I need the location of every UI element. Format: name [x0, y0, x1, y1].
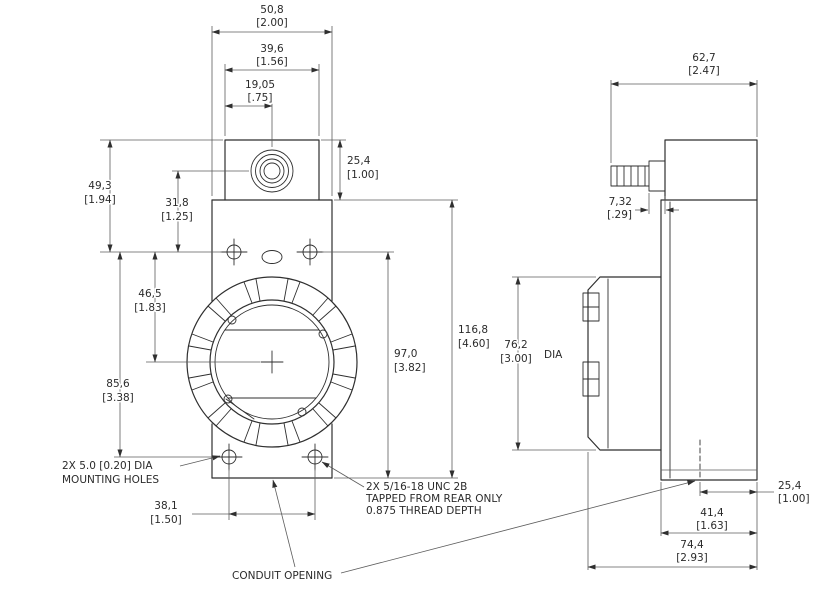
dim-housing-width-in: [1.56] [256, 56, 288, 68]
conduit-fitting-side [610, 160, 666, 192]
dim-overall-width-mm: 50,8 [260, 4, 283, 16]
dim-body-depth-in: [1.63] [696, 520, 728, 532]
mounting-holes [215, 238, 329, 471]
dim-conduit-from-rear-in: [1.00] [778, 493, 810, 505]
dim-hole-rows-span-mm: 85,6 [106, 378, 130, 390]
dim-conduit-from-rear-mm: 25,4 [778, 480, 802, 492]
note-mounting-holes-line2: MOUNTING HOLES [62, 474, 159, 486]
face-plate-details [223, 315, 328, 420]
dim-conduit-to-holes-mm: 31,8 [165, 197, 188, 209]
cover-profile [582, 276, 662, 451]
dim-total-depth-mm: 74,4 [680, 539, 704, 551]
dim-bottom-hole-span-mm: 38,1 [154, 500, 177, 512]
note-tapped-holes-line2: TAPPED FROM REAR ONLY [365, 493, 503, 505]
dim-hole-rows-span-in: [3.38] [102, 392, 134, 404]
dim-bottom-hole-span-in: [1.50] [150, 514, 182, 526]
dim-top-to-holes-in: [1.94] [84, 194, 116, 206]
dim-top-to-holes-mm: 49,3 [88, 180, 111, 192]
dim-housing-height-mm: 25,4 [347, 155, 371, 167]
dim-cover-diameter-suffix: DIA [544, 349, 563, 361]
side-dimension-lines [515, 81, 774, 570]
front-dimension-lines [107, 29, 455, 517]
dim-conduit-offset-mm: 19,05 [245, 79, 275, 91]
note-tapped-holes-line3: 0.875 THREAD DEPTH [366, 505, 482, 517]
front-view: 50,8 [2.00] 39,6 [1.56] 19,05 [.75] 25,4… [61, 3, 696, 584]
dim-overall-depth-in: [2.47] [688, 65, 720, 77]
oval-slot [261, 250, 283, 264]
dim-housing-height-in: [1.00] [347, 169, 379, 181]
dim-fitting-protrusion-mm: 7,32 [609, 196, 632, 208]
dim-holes-to-center-in: [1.83] [134, 302, 166, 314]
side-body-outline [660, 139, 758, 481]
dim-holes-to-bottom-mm: 97,0 [394, 348, 417, 360]
dim-total-depth-in: [2.93] [676, 552, 708, 564]
dim-body-depth-mm: 41,4 [700, 507, 724, 519]
dim-cover-diameter-mm: 76,2 [504, 339, 527, 351]
dim-overall-depth-mm: 62,7 [692, 52, 715, 64]
dim-housing-width-mm: 39,6 [260, 43, 284, 55]
dim-overall-height-in: [4.60] [458, 338, 490, 350]
note-leaders [179, 455, 696, 574]
dim-conduit-to-holes-in: [1.25] [161, 211, 193, 223]
dim-overall-width-in: [2.00] [256, 17, 288, 29]
front-extension-lines [100, 26, 458, 520]
side-extension-lines [512, 80, 758, 570]
conduit-fitting-front [250, 149, 294, 193]
dim-conduit-offset-in: [.75] [248, 92, 273, 104]
front-body-outline [211, 139, 333, 479]
side-view: 62,7 [2.47] 7,32 [.29] 76,2 [3.00] DIA 2… [499, 51, 811, 570]
dim-holes-to-center-mm: 46,5 [138, 288, 161, 300]
dim-cover-diameter-in: [3.00] [500, 353, 532, 365]
note-mounting-holes-line1: 2X 5.0 [0.20] DIA [62, 460, 153, 472]
dim-fitting-protrusion-in: [.29] [607, 209, 632, 221]
note-conduit-opening: CONDUIT OPENING [232, 570, 332, 582]
note-tapped-holes-line1: 2X 5/16-18 UNC 2B [366, 481, 467, 493]
bezel-ribs [188, 278, 356, 446]
dim-overall-height-mm: 116,8 [458, 324, 488, 336]
dim-holes-to-bottom-in: [3.82] [394, 362, 426, 374]
